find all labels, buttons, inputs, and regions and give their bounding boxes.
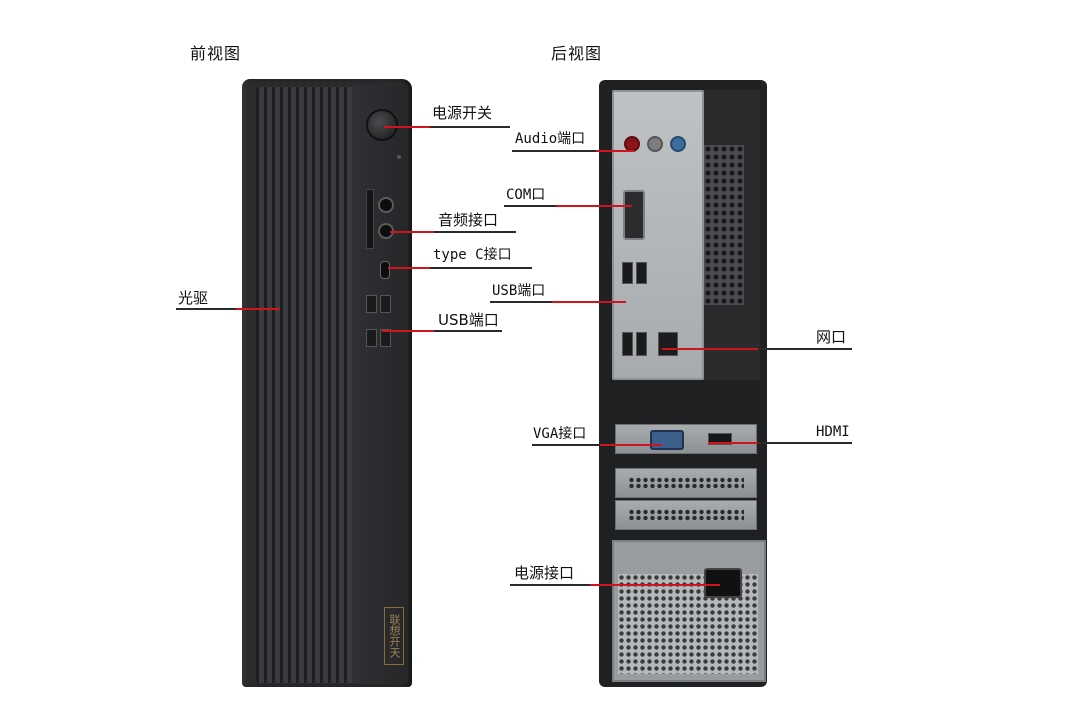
front-usb-port-1[interactable]	[366, 295, 377, 313]
underline-network-port	[756, 348, 852, 350]
label-audio-port: 音频接口	[438, 211, 499, 229]
front-view-title: 前视图	[190, 44, 242, 63]
underline-power-switch	[428, 126, 510, 128]
leader-optical-drive	[236, 308, 280, 310]
rear-view-title: 后视图	[551, 44, 603, 63]
label-power-switch: 电源开关	[432, 104, 493, 122]
front-usb-port-2[interactable]	[380, 295, 391, 313]
power-supply	[612, 540, 766, 682]
com-port[interactable]	[623, 190, 645, 240]
label-optical-drive: 光驱	[178, 289, 209, 307]
underline-vga-port	[532, 444, 602, 446]
leader-front-usb	[382, 330, 434, 332]
leader-type-c	[388, 267, 430, 269]
rear-usb-port-3[interactable]	[622, 332, 633, 356]
underline-rear-usb	[490, 301, 554, 303]
underline-front-usb	[432, 330, 502, 332]
leader-hdmi	[708, 442, 758, 444]
underline-rear-audio	[512, 150, 598, 152]
label-rear-usb: USB端口	[492, 283, 546, 299]
headphone-jack[interactable]	[378, 197, 394, 213]
front-usb-port-4[interactable]	[380, 329, 391, 347]
front-io-panel: 联想开天	[352, 85, 408, 683]
ethernet-port[interactable]	[658, 332, 678, 356]
leader-audio-port	[390, 231, 434, 233]
leader-power-port	[590, 584, 720, 586]
power-led-icon	[397, 155, 401, 159]
label-com-port: COM口	[506, 187, 546, 203]
front-usb-port-3[interactable]	[366, 329, 377, 347]
rear-io-shield	[612, 90, 704, 380]
label-type-c: type C接口	[433, 247, 512, 263]
rear-fan-vent	[704, 145, 744, 305]
underline-type-c	[428, 267, 532, 269]
vga-port[interactable]	[650, 430, 684, 450]
power-button[interactable]	[366, 109, 398, 141]
label-vga-port: VGA接口	[533, 426, 587, 442]
leader-rear-usb	[552, 301, 626, 303]
expansion-slot-vga	[615, 424, 757, 454]
front-ribbed-panel	[256, 87, 356, 683]
expansion-slot-2	[615, 468, 757, 498]
underline-hdmi	[756, 442, 852, 444]
rear-usb-port-4[interactable]	[636, 332, 647, 356]
leader-network-port	[662, 348, 758, 350]
label-rear-audio: Audio端口	[515, 131, 586, 147]
underline-power-port	[510, 584, 592, 586]
leader-rear-audio	[596, 150, 634, 152]
label-front-usb: USB端口	[438, 311, 499, 329]
label-power-port: 电源接口	[514, 564, 575, 582]
leader-vga-port	[600, 444, 662, 446]
label-hdmi: HDMI	[816, 424, 850, 440]
underline-com-port	[504, 205, 558, 207]
brand-badge: 联想开天	[384, 607, 404, 665]
rear-audio-jack-blue[interactable]	[670, 136, 686, 152]
power-socket[interactable]	[704, 568, 742, 598]
card-reader-slot	[366, 189, 374, 249]
rear-usb-port-1[interactable]	[622, 262, 633, 284]
front-tower: 联想开天	[242, 79, 412, 687]
leader-power-switch	[384, 126, 430, 128]
leader-com-port	[556, 205, 632, 207]
underline-optical-drive	[176, 308, 238, 310]
label-network-port: 网口	[816, 328, 847, 346]
underline-audio-port	[432, 231, 516, 233]
rear-usb-port-2[interactable]	[636, 262, 647, 284]
expansion-slot-3	[615, 500, 757, 530]
rear-audio-jack-gray[interactable]	[647, 136, 663, 152]
type-c-port[interactable]	[380, 261, 390, 279]
